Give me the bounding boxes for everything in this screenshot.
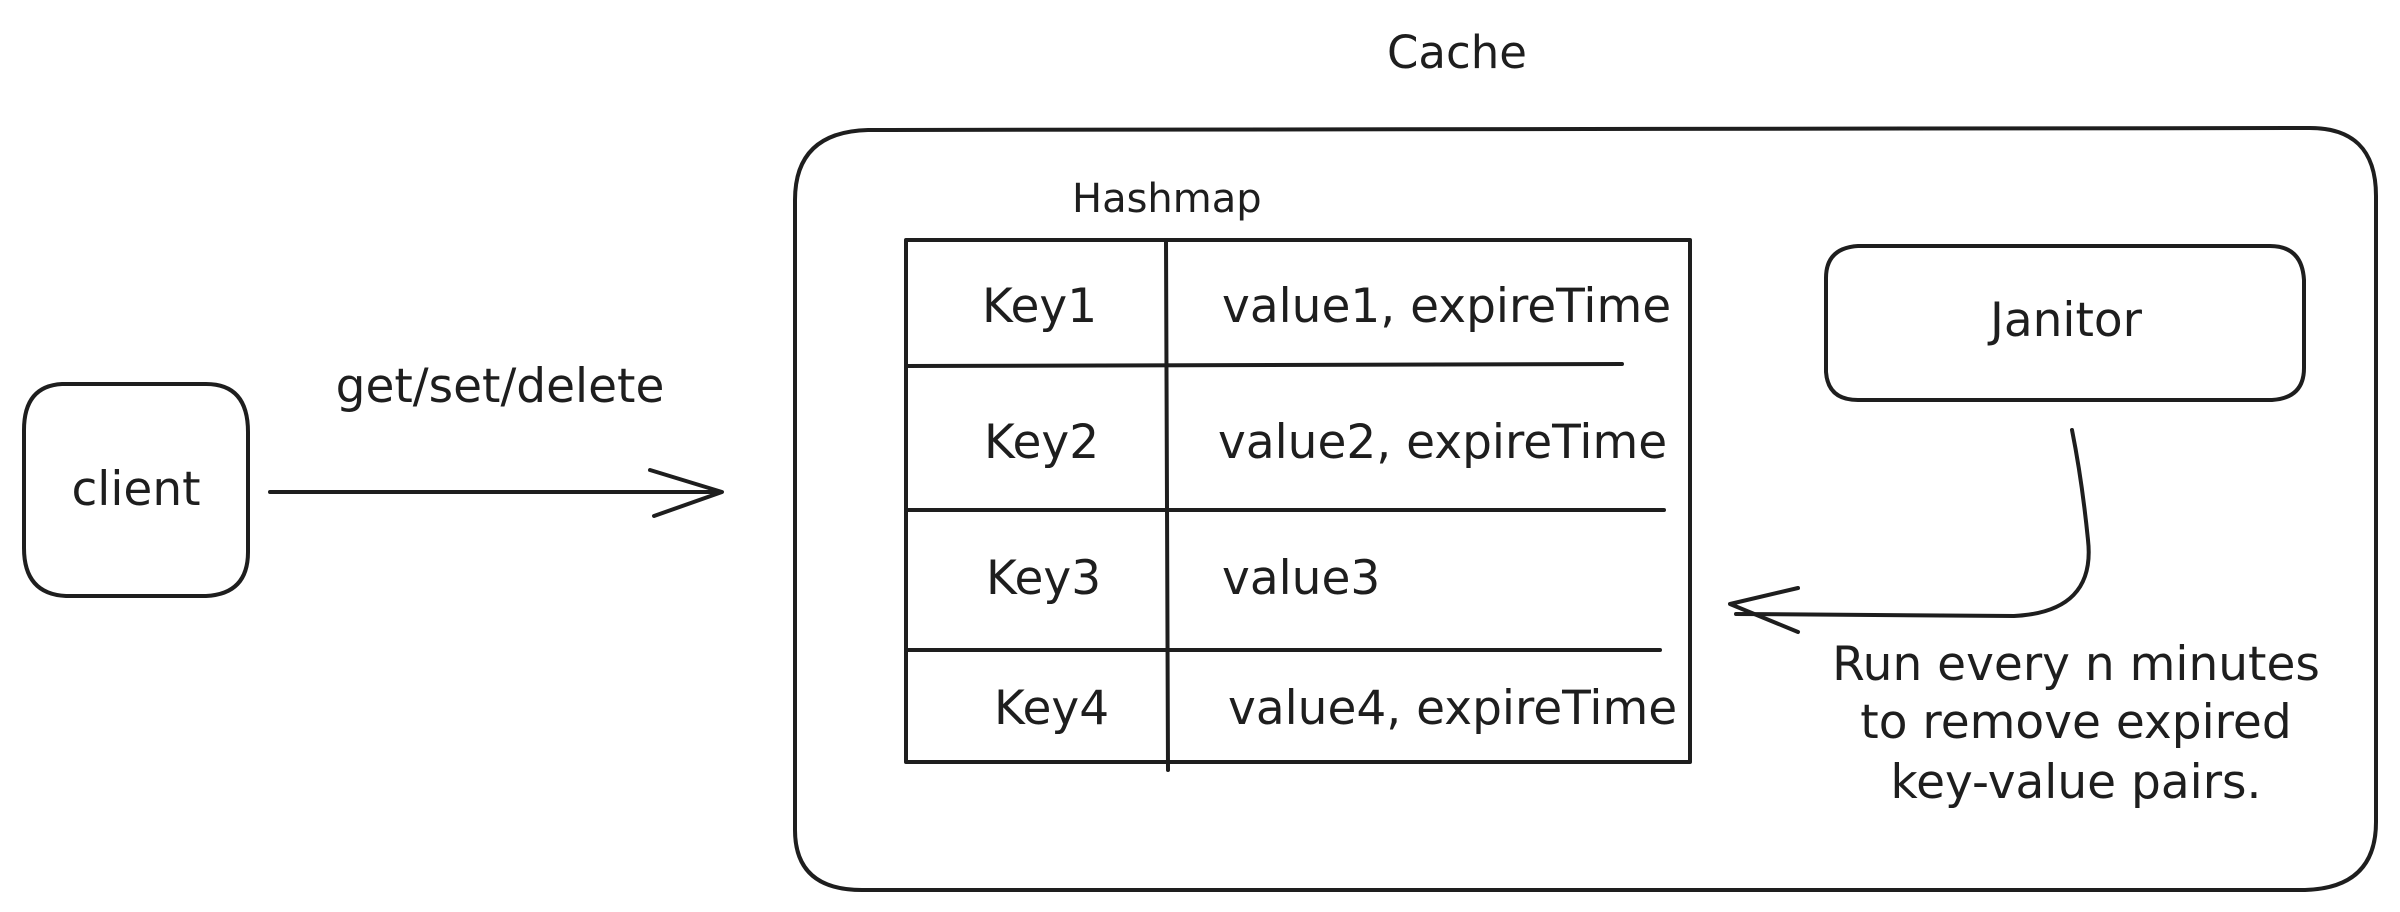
hashmap-value: value1, expireTime: [1222, 279, 1671, 334]
hashmap-column-divider: [1164, 238, 1170, 772]
hashmap-key: Key2: [984, 415, 1099, 470]
hashmap-table: Hashmap Key1 value1, expireTime Key2 val…: [904, 176, 1692, 772]
hashmap-value: value2, expireTime: [1218, 415, 1667, 470]
janitor-box: [1824, 244, 2306, 402]
request-label: get/set/delete: [336, 359, 665, 414]
hashmap-key: Key3: [986, 551, 1101, 606]
hashmap-row: Key4 value4, expireTime: [994, 681, 1677, 736]
hashmap-value: value3: [1222, 551, 1380, 606]
cache-title: Cache: [1387, 26, 1527, 79]
janitor-note-line: Run every n minutes: [1832, 637, 2320, 692]
hashmap-key: Key1: [982, 279, 1097, 334]
hashmap-row: Key2 value2, expireTime: [984, 415, 1667, 470]
janitor-arrow: [1728, 428, 2091, 634]
hashmap-title: Hashmap: [1072, 176, 1262, 222]
hashmap-outline: [904, 238, 1692, 764]
hashmap-row: Key3 value3: [986, 551, 1380, 606]
hashmap-key: Key4: [994, 681, 1109, 736]
hashmap-row: Key1 value1, expireTime: [982, 279, 1671, 334]
janitor-arrow-head: [1728, 586, 1800, 634]
janitor-note-line: to remove expired: [1860, 695, 2291, 750]
hashmap-row-divider: [904, 362, 1624, 368]
janitor-node: Janitor: [1824, 244, 2306, 402]
cache-container: Cache: [793, 26, 2378, 892]
hashmap-value: value4, expireTime: [1228, 681, 1677, 736]
request-arrow-head: [648, 468, 724, 518]
cache-box: [793, 125, 2378, 892]
janitor-arrow-line: [1734, 428, 2091, 618]
janitor-note: Run every n minutes to remove expired ke…: [1832, 637, 2320, 810]
client-box: [22, 382, 250, 598]
janitor-label: Janitor: [1987, 293, 2143, 348]
janitor-note-line: key-value pairs.: [1891, 755, 2262, 810]
client-label: client: [71, 462, 200, 517]
client-node: client: [22, 382, 250, 598]
request-arrow: get/set/delete: [268, 359, 724, 518]
